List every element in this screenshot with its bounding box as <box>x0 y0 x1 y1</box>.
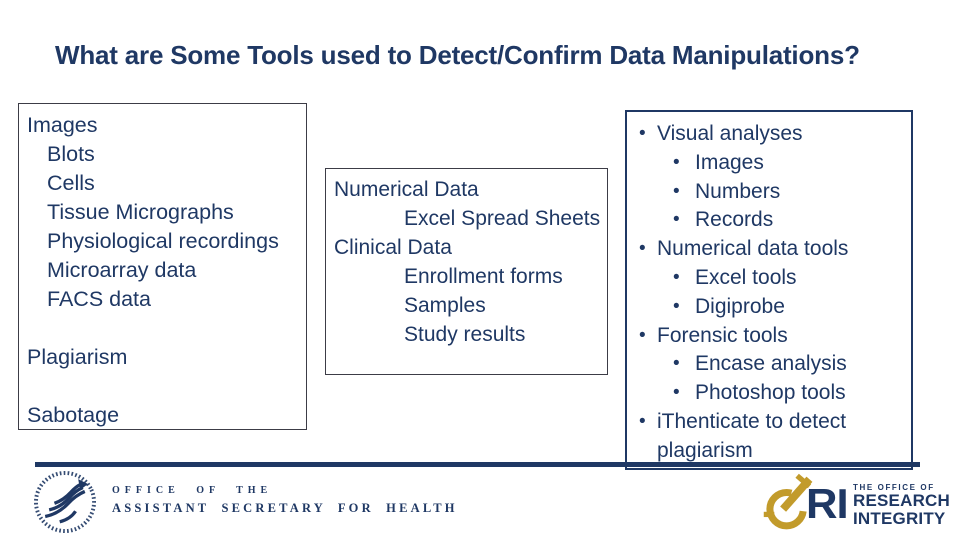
bullet-label: Forensic tools <box>657 323 788 347</box>
bullet-label: Encase analysis <box>695 352 847 376</box>
bullet-label: Photoshop tools <box>695 381 846 405</box>
bullet-icon: • <box>673 266 680 288</box>
office-of-asst-secretary-text: OFFICE OF THE ASSISTANT SECRETARY FOR HE… <box>112 485 458 516</box>
bullet-label: Numbers <box>695 179 781 203</box>
bullet-icon: • <box>673 295 680 317</box>
ori-the-office-of: THE OFFICE OF <box>853 483 935 493</box>
bullet-icon: • <box>639 324 646 346</box>
bullet-item: • Numbers <box>627 178 905 207</box>
text-line: Sabotage <box>27 403 120 427</box>
ori-letters: RI <box>806 480 849 527</box>
bullet-label: Numerical data tools <box>657 237 849 261</box>
bullet-label: Visual analyses <box>657 122 803 145</box>
bullet-label: Excel tools <box>695 265 797 289</box>
office-line2: ASSISTANT SECRETARY FOR HEALTH <box>112 501 458 515</box>
ori-microscope-icon <box>763 473 813 530</box>
bullet-label: Records <box>695 208 774 232</box>
text-line: Enrollment forms <box>404 265 563 288</box>
text-line: Tissue Micrographs <box>47 200 234 224</box>
bullet-item: • Records <box>627 206 905 235</box>
bullet-item: • Forensic tools <box>627 322 905 351</box>
text-line: Cells <box>47 171 95 195</box>
bullet-item: • Photoshop tools <box>627 379 905 408</box>
bullet-item: • Encase analysis <box>627 350 905 379</box>
office-line1: OFFICE OF THE <box>112 485 273 496</box>
text-line: Microarray data <box>47 258 197 282</box>
bullet-item: • Numerical data tools <box>627 235 905 264</box>
ori-research: RESEARCH <box>853 491 951 511</box>
bullet-label: Images <box>695 150 764 174</box>
page-title: What are Some Tools used to Detect/Confi… <box>55 40 860 70</box>
bullet-icon: • <box>673 180 680 202</box>
text-line: Physiological recordings <box>47 229 279 253</box>
ori-integrity: INTEGRITY <box>853 508 946 528</box>
bullet-item: • iThenticate to detect plagiarism <box>627 408 905 466</box>
text-line: Images <box>27 113 98 137</box>
hhs-seal-icon <box>33 470 97 534</box>
text-line: Numerical Data <box>334 178 479 201</box>
text-line: FACS data <box>47 287 151 311</box>
bullet-label: Digiprobe <box>695 294 785 318</box>
ori-text-column: THE OFFICE OF RESEARCH INTEGRITY <box>853 483 950 527</box>
bullet-item: • Visual analyses <box>627 120 905 149</box>
bullet-label: iThenticate to detect plagiarism <box>657 409 847 462</box>
bullet-icon: • <box>639 238 646 260</box>
bullet-item: • Excel tools <box>627 264 905 293</box>
bullet-icon: • <box>673 353 680 375</box>
bullet-icon: • <box>639 123 646 144</box>
bullet-icon: • <box>673 382 680 404</box>
bullet-icon: • <box>673 151 680 173</box>
bullet-icon: • <box>639 410 646 432</box>
tools-box: •Visual analyses•Images•Numbers•Records•… <box>625 110 913 470</box>
spacer-line <box>27 314 302 343</box>
text-line: Excel Spread Sheets <box>404 207 601 230</box>
text-line: Study results <box>404 323 526 346</box>
bullet-item: • Images <box>627 149 905 178</box>
text-line: Clinical Data <box>334 236 452 259</box>
text-line: Plagiarism <box>27 345 128 369</box>
bullet-icon: • <box>673 209 680 231</box>
footer-divider <box>35 462 920 467</box>
text-line: Blots <box>47 142 95 166</box>
text-line: Samples <box>404 294 486 317</box>
ori-logo: RI THE OFFICE OF RESEARCH INTEGRITY <box>762 468 950 538</box>
spacer-line <box>27 372 302 401</box>
bullet-item: • Digiprobe <box>627 293 905 322</box>
